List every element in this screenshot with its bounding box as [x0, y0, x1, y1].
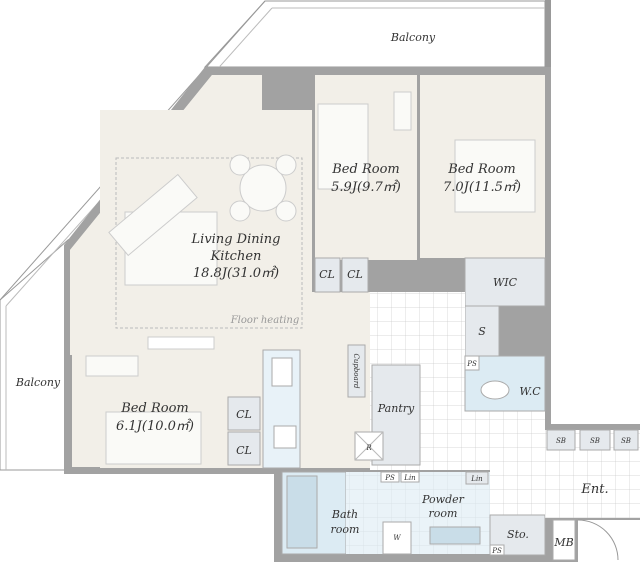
lin-label: Lin [470, 475, 483, 483]
bedroom-right-size: 7.0J(11.5㎡) [443, 179, 521, 195]
mb-label: MB [553, 536, 573, 549]
refrigerator-cross [354, 431, 384, 461]
ldk-name-2: Kitchen [210, 249, 262, 264]
cl-label: CL [347, 268, 363, 281]
floor-heating-zone [115, 157, 303, 329]
bed [317, 103, 369, 190]
walk-in-closet [464, 257, 546, 307]
sb-label: SB [556, 437, 566, 445]
ac-unit [147, 336, 215, 350]
toilet [480, 380, 510, 400]
wic-label: WIC [493, 276, 518, 289]
wash-basin [429, 526, 481, 545]
front-door-area [578, 520, 640, 562]
desk [393, 91, 412, 131]
closet [227, 431, 261, 466]
balcony-top-label: Balcony [390, 31, 436, 44]
ldk-name: Living Dining [191, 232, 281, 247]
shoe-box [579, 429, 611, 451]
bath-label-2: room [331, 523, 360, 536]
closet [227, 396, 261, 431]
sb-label: SB [621, 437, 631, 445]
pipe-space [380, 471, 400, 483]
linen-closet [400, 471, 420, 483]
meter-box [552, 519, 576, 561]
linen-closet [465, 471, 489, 485]
bath-label: Bath [331, 508, 358, 521]
storage-s [464, 305, 500, 357]
sink [271, 357, 293, 387]
closet [341, 257, 369, 293]
bed [105, 411, 202, 465]
bedroom-center-name: Bed Room [331, 162, 399, 177]
stove-icon [273, 425, 297, 449]
hallway [490, 470, 545, 515]
cupboard-label: Cupboard [352, 353, 360, 389]
ps-label: PS [466, 360, 477, 368]
cl-label: CL [319, 268, 335, 281]
shoe-box [546, 429, 576, 451]
bedroom-right-name: Bed Room [447, 162, 515, 177]
bed [454, 139, 536, 213]
ps-label: PS [384, 474, 395, 482]
sto-label: Sto. [507, 528, 529, 541]
sofa [108, 173, 198, 257]
chair [229, 200, 251, 222]
pipe-space [464, 355, 480, 371]
bedroom-center-size: 5.9J(9.7㎡) [331, 179, 401, 195]
washer-label: W [393, 534, 401, 542]
powder-label-2: room [429, 507, 458, 520]
pantry-label: Pantry [377, 402, 415, 415]
washer [382, 521, 412, 555]
bathtub [286, 475, 318, 549]
lin-label: Lin [403, 474, 416, 482]
desk [85, 355, 139, 377]
sb-label: SB [590, 437, 600, 445]
shoe-box [613, 429, 639, 451]
bedroom-left-name: Bed Room [120, 401, 188, 416]
dining-table-top [241, 166, 285, 210]
chair [229, 154, 251, 176]
floor-heating-label: Floor heating [230, 315, 300, 326]
balcony-wall [545, 0, 551, 67]
chair [275, 154, 297, 176]
front-door-swing[interactable] [577, 519, 619, 561]
s-label: S [478, 325, 486, 338]
cl-label: CL [236, 408, 252, 421]
closet [314, 257, 341, 293]
wc-label: W.C [519, 385, 541, 398]
bedroom-left-size: 6.1J(10.0㎡) [116, 418, 194, 434]
fridge-label: R [365, 444, 372, 452]
chair [275, 200, 297, 222]
cupboard [347, 344, 366, 398]
cl-label: CL [236, 444, 252, 457]
entrance-label: Ent. [580, 482, 608, 497]
balcony-left-label: Balcony [15, 376, 61, 389]
ps-label: PS [491, 547, 502, 555]
pipe-space [489, 544, 505, 556]
powder-label: Powder [421, 493, 465, 506]
ldk-size: 18.8J(31.0㎡) [193, 265, 279, 281]
